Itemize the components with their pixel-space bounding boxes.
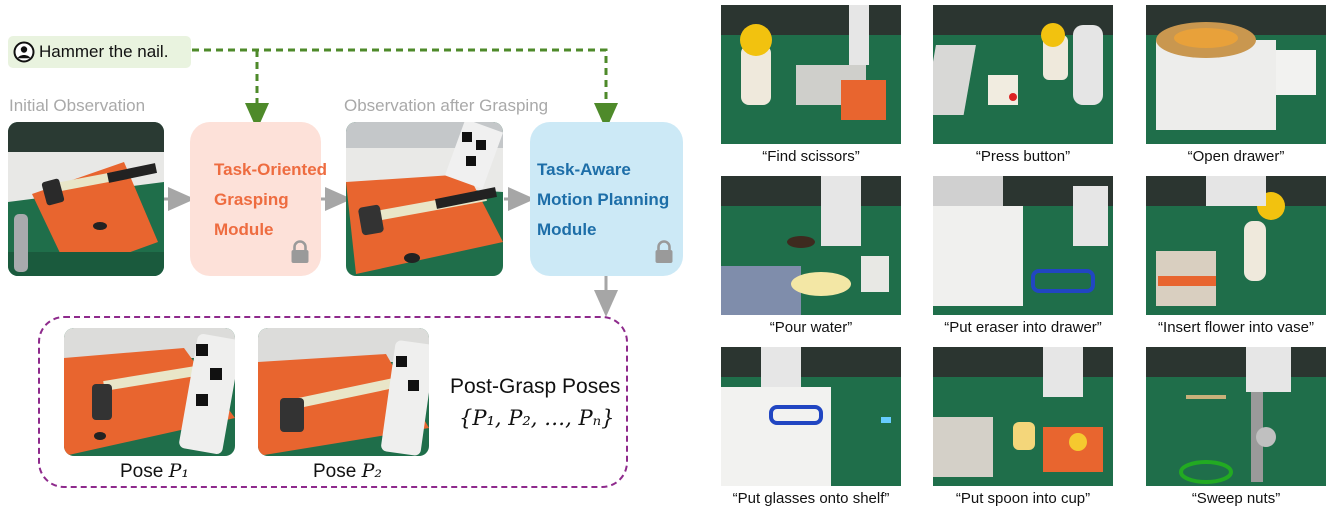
- task-caption: “Sweep nuts”: [1191, 490, 1281, 507]
- task-image: [933, 176, 1113, 315]
- task-caption: “Put spoon into cup”: [955, 490, 1091, 507]
- instruction-pill: Hammer the nail.: [8, 36, 191, 68]
- observation-after-image: [346, 122, 503, 276]
- motion-planning-module: Task-Aware Motion Planning Module: [530, 122, 683, 276]
- observation-after-label: Observation after Grasping: [344, 96, 549, 115]
- pose-2-var: P₂: [361, 460, 382, 482]
- pose-1-label: Pose P₁: [120, 460, 189, 483]
- task-image: [933, 347, 1113, 486]
- task-caption: “Pour water”: [769, 319, 853, 336]
- grasping-module-line-2: Grasping: [214, 190, 289, 209]
- grasping-module-line-3: Module: [214, 220, 274, 239]
- flow-arrows: [164, 48, 618, 317]
- pose-2-image: [258, 328, 429, 456]
- initial-observation-label: Initial Observation: [9, 96, 146, 115]
- motion-module-line-1: Task-Aware: [537, 160, 631, 179]
- grasping-module: Task-Oriented Grasping Module: [190, 122, 327, 276]
- instruction-text: Hammer the nail.: [39, 42, 169, 61]
- task-caption: “Open drawer”: [1187, 148, 1285, 165]
- initial-observation-image: [8, 122, 164, 276]
- task-caption: “Insert flower into vase”: [1158, 319, 1314, 336]
- motion-module-line-3: Module: [537, 220, 597, 239]
- pose-1-var: P₁: [168, 460, 189, 482]
- task-caption: “Find scissors”: [762, 148, 860, 165]
- pose-1-prefix: Pose: [120, 461, 164, 482]
- lock-icon: [291, 240, 309, 263]
- lock-icon: [655, 240, 673, 263]
- task-caption: “Press button”: [975, 148, 1071, 165]
- task-image: [721, 176, 901, 315]
- task-caption: “Put glasses onto shelf”: [732, 490, 890, 507]
- post-grasp-set: {P₁, P₂, …, Pₙ}: [459, 406, 615, 430]
- grasping-module-line-1: Task-Oriented: [214, 160, 328, 179]
- task-image: [1146, 5, 1326, 144]
- motion-module-line-2: Motion Planning: [537, 190, 670, 209]
- task-image: [1146, 347, 1326, 486]
- post-grasp-box: [38, 316, 628, 488]
- post-grasp-title: Post-Grasp Poses: [450, 375, 621, 398]
- task-caption: “Put eraser into drawer”: [944, 319, 1102, 336]
- pose-1-image: [64, 328, 235, 456]
- task-image: [721, 5, 901, 144]
- task-image: [933, 5, 1113, 144]
- pose-2-label: Pose P₂: [313, 460, 382, 483]
- person-circle-icon: [13, 41, 35, 63]
- task-image: [721, 347, 901, 486]
- task-image: [1146, 176, 1326, 315]
- pose-2-prefix: Pose: [313, 461, 357, 482]
- instruction-arrow: [192, 48, 618, 130]
